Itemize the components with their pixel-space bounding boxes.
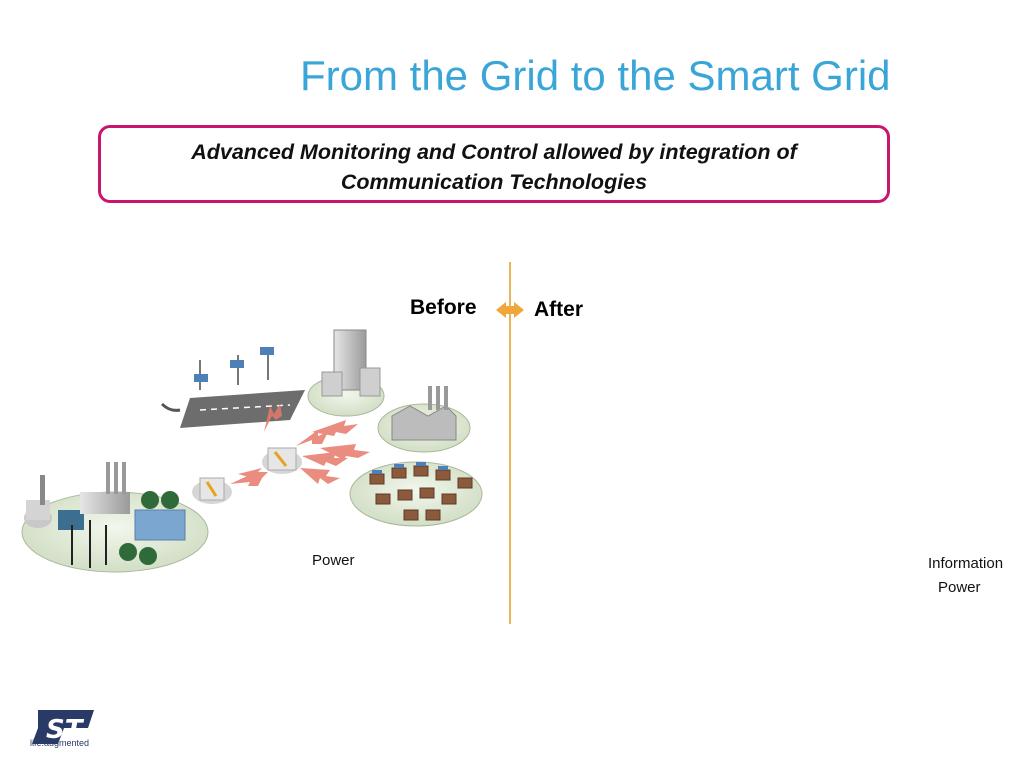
- subtitle-line-1: Advanced Monitoring and Control allowed …: [191, 140, 797, 164]
- information-legend-label: Information: [928, 555, 1004, 572]
- factory-node: [377, 386, 471, 453]
- office-building-node: [307, 329, 385, 417]
- st-logo-icon: ST: [32, 710, 94, 745]
- houses-node: [349, 461, 483, 527]
- svg-text:ST: ST: [46, 715, 85, 745]
- central-substation-icon: [262, 447, 302, 474]
- subtitle-line-2: Communication Technologies: [340, 170, 648, 194]
- before-after-arrow-icon: [496, 302, 524, 318]
- street-lights-node: [160, 347, 305, 428]
- subtitle-frame: Advanced Monitoring and Control allowed …: [98, 125, 890, 203]
- before-label: Before: [410, 296, 477, 319]
- after-label: After: [534, 298, 584, 321]
- after-power-legend-label: Power: [938, 579, 981, 596]
- before-after-divider: [509, 262, 511, 624]
- before-power-arrows: [230, 404, 370, 486]
- before-power-legend-label: Power: [312, 552, 355, 569]
- page-title: From the Grid to the Smart Grid: [300, 52, 891, 99]
- logo-tagline: life.augmented: [30, 738, 90, 748]
- power-plant-node: [21, 462, 209, 573]
- substation-icon: [192, 477, 232, 504]
